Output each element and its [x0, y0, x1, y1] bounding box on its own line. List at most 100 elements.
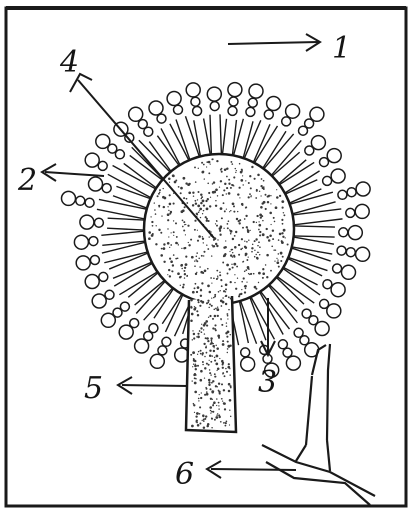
stipple-dot — [270, 224, 271, 225]
stipple-dot — [235, 288, 237, 290]
stipple-dot — [200, 379, 203, 382]
stipple-dot — [236, 170, 237, 171]
stipple-dot — [209, 372, 211, 374]
stipple-dot — [208, 379, 211, 382]
stipple-dot — [200, 202, 202, 204]
stipple-dot — [216, 225, 218, 227]
stipple-dot — [224, 210, 226, 212]
stipple-dot — [214, 373, 216, 375]
conidium — [186, 83, 200, 97]
stipple-dot — [210, 361, 212, 363]
stipple-dot — [221, 217, 223, 219]
label-6: 6 — [175, 457, 194, 492]
conidium — [323, 176, 332, 185]
stipple-dot — [283, 229, 286, 232]
stipple-dot — [167, 242, 170, 245]
stipple-dot — [206, 352, 207, 353]
stipple-dot — [281, 219, 283, 221]
stipple-dot — [204, 178, 205, 179]
conidium — [282, 117, 291, 126]
stipple-dot — [213, 401, 216, 404]
stipple-dot — [244, 271, 246, 273]
stipple-dot — [249, 175, 251, 177]
stipple-dot — [218, 414, 220, 416]
conidium — [241, 348, 250, 357]
stipple-dot — [213, 239, 215, 241]
conidium — [158, 346, 167, 355]
stipple-dot — [199, 406, 201, 408]
stipple-dot — [260, 206, 263, 209]
stipple-dot — [184, 273, 186, 275]
stipple-dot — [216, 308, 219, 311]
stipple-dot — [204, 377, 205, 378]
stipple-dot — [262, 272, 265, 275]
stipple-dot — [228, 192, 231, 195]
stipple-dot — [248, 273, 250, 275]
stipple-dot — [168, 269, 170, 271]
stipple-dot — [262, 233, 265, 236]
conidium — [105, 290, 114, 299]
stipple-dot — [228, 179, 230, 181]
stipple-dot — [253, 221, 255, 223]
stipple-dot — [219, 227, 222, 230]
stipple-dot — [194, 265, 196, 267]
stipple-dot — [183, 247, 185, 249]
stipple-dot — [195, 368, 197, 370]
stipple-dot — [194, 287, 196, 289]
conidium — [267, 97, 281, 111]
stipple-dot — [196, 259, 197, 260]
stipple-dot — [193, 359, 196, 362]
stipple-dot — [265, 194, 267, 196]
stipple-dot — [163, 206, 165, 208]
stipple-dot — [199, 330, 201, 332]
stipple-dot — [197, 191, 199, 193]
stipple-dot — [215, 345, 216, 346]
conidium — [119, 325, 133, 339]
stipple-dot — [227, 315, 229, 317]
stipple-dot — [248, 239, 249, 240]
stipple-dot — [194, 365, 197, 368]
stipple-dot — [238, 244, 240, 246]
stipple-dot — [213, 308, 215, 310]
stipple-dot — [213, 245, 215, 247]
stipple-dot — [185, 256, 187, 258]
stipple-dot — [197, 205, 200, 208]
stipple-dot — [211, 255, 212, 256]
stipple-dot — [206, 388, 208, 390]
stipple-dot — [208, 220, 210, 222]
stipple-dot — [197, 240, 199, 242]
stipple-dot — [203, 242, 204, 243]
stipple-dot — [281, 232, 283, 234]
stipple-dot — [283, 214, 285, 216]
stipple-dot — [212, 345, 215, 348]
stipple-dot — [221, 305, 223, 307]
stipple-dot — [197, 314, 199, 316]
stipple-dot — [230, 161, 232, 163]
stipple-dot — [175, 242, 178, 245]
stipple-dot — [244, 291, 246, 293]
label-3: 3 — [258, 365, 277, 400]
stipple-dot — [276, 258, 277, 259]
stipple-dot — [159, 189, 161, 191]
stipple-dot — [181, 268, 183, 270]
stipple-dot — [255, 197, 257, 199]
stipple-dot — [280, 260, 282, 262]
stipple-dot — [259, 231, 261, 233]
stipple-dot — [216, 270, 218, 272]
stipple-dot — [218, 383, 220, 385]
stipple-dot — [195, 200, 197, 202]
stipple-dot — [185, 224, 186, 225]
stipple-dot — [222, 400, 223, 401]
sterigma — [289, 248, 331, 271]
stipple-dot — [183, 221, 185, 223]
stipple-dot — [214, 347, 215, 348]
stipple-dot — [210, 374, 211, 375]
stipple-dot — [198, 400, 199, 401]
stipple-dot — [283, 212, 284, 213]
conidium — [135, 339, 149, 353]
stipple-dot — [215, 243, 217, 245]
stipple-dot — [206, 208, 209, 211]
stipple-dot — [281, 240, 283, 242]
stipple-dot — [282, 256, 284, 258]
conidium — [310, 107, 324, 121]
